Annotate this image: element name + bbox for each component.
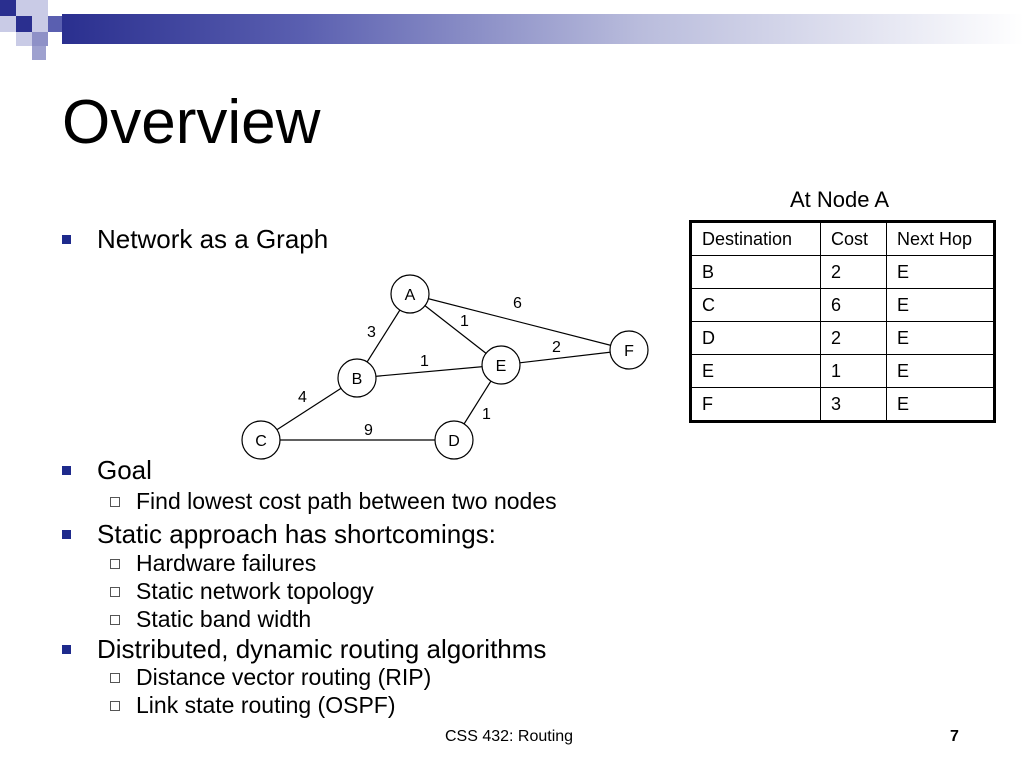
bullet-marker: [62, 234, 71, 244]
header-bar: [62, 14, 1024, 44]
decor-square: [0, 0, 16, 16]
decor-square: [16, 16, 32, 32]
sub-bullet: Link state routing (OSPF): [110, 694, 396, 717]
edge-b-e: [356, 364, 502, 379]
node-label: F: [624, 343, 634, 360]
edge-e-f: [500, 349, 630, 366]
table-cell: 2: [820, 321, 887, 355]
bullet-text: Goal: [97, 455, 152, 485]
graph-node-b: B: [337, 358, 377, 398]
decor-square: [16, 32, 32, 46]
node-label: B: [352, 371, 363, 388]
graph-node-a: A: [390, 274, 430, 314]
node-label: A: [405, 287, 416, 304]
sub-bullet-text: Distance vector routing (RIP): [136, 664, 432, 690]
column-header: Cost: [820, 221, 887, 256]
sub-bullet: Find lowest cost path between two nodes: [110, 490, 557, 513]
bullet-marker: [62, 529, 71, 539]
bullet-goal: Goal: [62, 457, 152, 483]
decor-square: [0, 16, 16, 32]
sub-bullet-marker: [110, 700, 120, 711]
sub-bullet: Static network topology: [110, 580, 374, 603]
table-cell: 3: [820, 387, 887, 422]
column-header: Next Hop: [886, 221, 995, 256]
bullet-distributed: Distributed, dynamic routing algorithms: [62, 636, 546, 662]
decor-square: [32, 16, 48, 32]
table-row: E 1 E: [690, 354, 995, 388]
slide-title: Overview: [62, 88, 321, 157]
bullet-text: Static approach has shortcomings:: [97, 519, 496, 549]
table-cell: B: [690, 255, 821, 289]
table-cell: E: [690, 354, 821, 388]
sub-bullet-text: Hardware failures: [136, 550, 317, 576]
sub-bullet: Hardware failures: [110, 552, 316, 575]
decor-square: [32, 32, 48, 46]
table-cell: E: [886, 288, 995, 322]
edge-cost-e-f: 2: [552, 339, 561, 356]
edge-cost-c-d: 9: [364, 422, 373, 439]
bullet-marker: [62, 465, 71, 475]
sub-bullet: Static band width: [110, 608, 311, 631]
routing-table-caption: At Node A: [790, 187, 890, 212]
bullet-marker: [62, 644, 71, 654]
sub-bullet-text: Static band width: [136, 606, 312, 632]
decor-square: [16, 0, 32, 16]
table-row: D 2 E: [690, 321, 995, 355]
node-label: C: [255, 433, 267, 450]
table-cell: E: [886, 387, 995, 422]
table-row: B 2 E: [690, 255, 995, 289]
edge-cost-a-f: 6: [513, 295, 522, 312]
sub-bullet-marker: [110, 586, 120, 597]
bullet-static-approach: Static approach has shortcomings:: [62, 521, 496, 547]
table-cell: F: [690, 387, 821, 422]
table-cell: E: [886, 255, 995, 289]
edge-cost-e-d: 1: [482, 406, 491, 423]
edge-a-f: [409, 293, 630, 351]
graph-node-c: C: [241, 420, 281, 460]
sub-bullet-marker: [110, 496, 120, 507]
table-cell: 1: [820, 354, 887, 388]
sub-bullet-text: Link state routing (OSPF): [136, 692, 396, 718]
table-header-row: Destination Cost Next Hop: [690, 221, 995, 256]
decor-square: [32, 46, 46, 60]
decor-square: [32, 0, 48, 16]
table-cell: 2: [820, 255, 887, 289]
table-cell: E: [886, 321, 995, 355]
decor-square: [48, 16, 62, 32]
sub-bullet-marker: [110, 558, 120, 569]
table-cell: C: [690, 288, 821, 322]
sub-bullet: Distance vector routing (RIP): [110, 666, 431, 689]
slide-footer: CSS 432: Routing: [445, 728, 574, 745]
table-cell: 6: [820, 288, 887, 322]
edge-cost-b-e: 1: [420, 353, 429, 370]
column-header: Destination: [690, 221, 821, 256]
sub-bullet-marker: [110, 614, 120, 625]
bullet-network-graph: Network as a Graph: [62, 226, 328, 252]
graph-node-f: F: [609, 330, 649, 370]
page-number: 7: [950, 728, 959, 745]
table-row: F 3 E: [690, 387, 995, 422]
sub-bullet-marker: [110, 672, 120, 683]
sub-bullet-text: Static network topology: [136, 578, 374, 604]
graph-node-e: E: [481, 345, 521, 385]
node-label: D: [448, 433, 460, 450]
table-cell: D: [690, 321, 821, 355]
edge-cost-a-e: 1: [460, 313, 469, 330]
sub-bullet-text: Find lowest cost path between two nodes: [136, 488, 557, 514]
table-cell: E: [886, 354, 995, 388]
bullet-text: Distributed, dynamic routing algorithms: [97, 634, 547, 664]
routing-table: Destination Cost Next Hop B 2 E C 6 E D …: [689, 220, 996, 423]
graph-node-d: D: [434, 420, 474, 460]
node-label: E: [496, 358, 507, 375]
edge-cost-b-c: 4: [298, 389, 307, 406]
table-row: C 6 E: [690, 288, 995, 322]
bullet-text: Network as a Graph: [97, 224, 329, 254]
edge-cost-a-b: 3: [367, 324, 376, 341]
